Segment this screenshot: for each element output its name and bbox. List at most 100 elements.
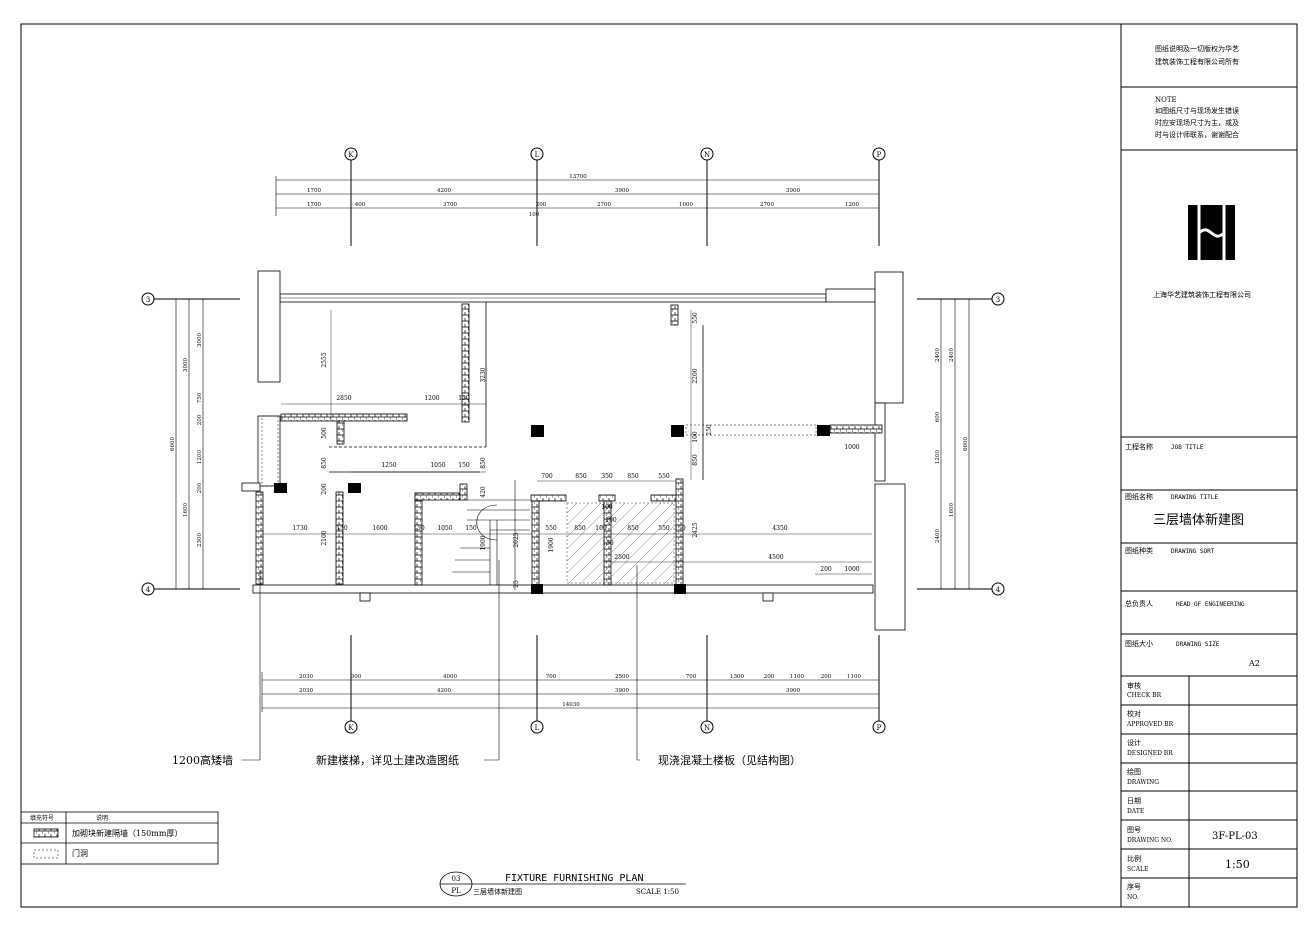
title-bar-scale: SCALE 1:50 xyxy=(636,888,679,896)
check-cn: 审核 xyxy=(1127,681,1141,690)
left-dim-4: 1200 xyxy=(197,450,203,464)
dim-850f: 850 xyxy=(574,525,586,532)
dim-500: 500 xyxy=(321,427,328,439)
title-bar-title-cn: 三层墙体新建图 xyxy=(473,887,522,896)
dim-100a: 100 xyxy=(692,431,699,443)
head-en: HEAD OF ENGINEERING xyxy=(1176,601,1245,608)
dim-350: 350 xyxy=(601,473,613,480)
serial-cn: 序号 xyxy=(1127,882,1141,891)
dim-1900b: 1900 xyxy=(548,537,555,552)
title-block: 图纸说明及一切版权为华艺 建筑装饰工程有限公司所有 NOTE 如图纸尺寸与现场发… xyxy=(1120,24,1297,907)
title-bar-title-en: FIXTURE FURNISHING PLAN xyxy=(505,873,643,884)
dim-850a: 850 xyxy=(321,457,328,469)
left-dim-5: 200 xyxy=(197,482,203,493)
axis-bottom-k: K xyxy=(348,724,354,732)
axis-right-3: 3 xyxy=(996,296,1000,304)
note-line2: 时应安现场尺寸为主，或及 xyxy=(1155,118,1239,127)
dim-1730: 1730 xyxy=(292,525,307,532)
legend-brick-swatch xyxy=(33,828,59,838)
top-total-dim: 13700 xyxy=(569,174,587,180)
left-dim-6: 1600 xyxy=(183,503,189,517)
top-dim-r2-3: 3700 xyxy=(443,202,457,208)
designed-cn: 设计 xyxy=(1127,738,1141,747)
dim-2100: 2100 xyxy=(321,530,328,545)
serial-en: NO. xyxy=(1127,894,1139,901)
dim-1200: 1200 xyxy=(424,395,439,402)
drawing-no-value: 3F-PL-03 xyxy=(1212,831,1258,842)
dim-700: 700 xyxy=(541,473,553,480)
top-dim-r2-8: 1200 xyxy=(845,202,859,208)
bottom-dim-11: 1100 xyxy=(847,674,861,680)
dim-1050a: 1050 xyxy=(430,462,445,469)
dim-150g: 150 xyxy=(602,540,614,547)
axis-top-n: N xyxy=(704,151,710,159)
axis-bottom-n: N xyxy=(704,724,710,732)
left-outer-dim: 6600 xyxy=(170,437,176,451)
right-outer-dim: 6600 xyxy=(963,437,969,451)
new-stair xyxy=(452,480,530,590)
floor-plan xyxy=(241,270,906,631)
note-title: NOTE xyxy=(1155,96,1177,104)
dim-850e: 850 xyxy=(692,454,699,466)
top-dim-r2-6: 1000 xyxy=(679,202,693,208)
dim-550a: 550 xyxy=(692,312,699,324)
dim-420: 420 xyxy=(480,486,487,498)
bottom-dim-1: 2030 xyxy=(299,674,313,680)
bottom-dim-6: 700 xyxy=(686,674,697,680)
dim-1600: 1600 xyxy=(372,525,387,532)
dim-100b: 100 xyxy=(595,525,607,532)
dim-150c: 150 xyxy=(336,525,348,532)
dim-150d: 150 xyxy=(413,525,425,532)
axis-grid xyxy=(141,147,1005,734)
dim-850c: 850 xyxy=(575,473,587,480)
callout-new-stair: 新建楼梯，详见土建改造图纸 xyxy=(316,753,459,767)
top-dim-4: 3900 xyxy=(786,188,800,194)
door-openings xyxy=(261,415,817,487)
company-logo xyxy=(1188,205,1235,260)
date-cn: 日期 xyxy=(1127,797,1141,805)
dim-850d: 850 xyxy=(627,473,639,480)
axis-bottom-l: L xyxy=(535,724,540,732)
dim-1250: 1250 xyxy=(381,462,396,469)
note-line3: 时与设计师联系，谢谢配合 xyxy=(1155,130,1239,139)
dim-3230: 3230 xyxy=(480,367,487,382)
bottom-total-dim: 14030 xyxy=(562,702,580,708)
size-en: DRAWING SIZE xyxy=(1176,641,1220,648)
axis-left-3: 3 xyxy=(146,296,150,304)
drawing-title-cn: 图纸名称 xyxy=(1125,492,1153,501)
left-dim-2: 3000 xyxy=(197,333,203,347)
dim-2500: 2500 xyxy=(614,554,629,561)
job-title-en: JOB TITLE xyxy=(1171,444,1204,451)
bottom-dim-r2-2: 4200 xyxy=(437,688,451,694)
legend xyxy=(20,811,219,865)
drawing-sort-cn: 图纸种类 xyxy=(1125,546,1153,555)
bottom-dim-r2-4: 3900 xyxy=(786,688,800,694)
bottom-dim-8: 200 xyxy=(764,674,775,680)
legend-row1: 加砌块新建隔墙（150mm厚） xyxy=(72,828,182,838)
top-dim-r2-2: 400 xyxy=(355,202,366,208)
columns xyxy=(274,425,830,594)
dim-550b: 550 xyxy=(658,473,670,480)
concrete-slab-area xyxy=(566,502,675,584)
dim-150b: 150 xyxy=(458,462,470,469)
right-dim-6: 2400 xyxy=(949,348,955,362)
size-cn: 图纸大小 xyxy=(1125,639,1153,648)
interior-dimension-lines xyxy=(262,310,872,575)
dim-2025: 2025 xyxy=(513,532,520,547)
drawing-title-value: 三层墙体新建图 xyxy=(1153,512,1244,528)
bottom-dim-10: 200 xyxy=(821,674,832,680)
bottom-dim-7: 1300 xyxy=(730,674,744,680)
dim-100d: 100 xyxy=(601,504,613,511)
dim-4500: 4500 xyxy=(768,554,783,561)
scale-cn: 比例 xyxy=(1127,854,1141,863)
copyright-line2: 建筑装饰工程有限公司所有 xyxy=(1155,57,1239,66)
top-dim-r2-4: 200 xyxy=(536,202,547,208)
top-dim-3: 3900 xyxy=(615,188,629,194)
title-bar-number: 03 xyxy=(452,875,461,883)
axis-left-4: 4 xyxy=(146,586,151,594)
dim-2200: 2200 xyxy=(692,368,699,383)
head-cn: 总负责人 xyxy=(1125,599,1153,608)
dim-1000a: 1000 xyxy=(844,444,859,451)
axis-right-4: 4 xyxy=(996,586,1001,594)
